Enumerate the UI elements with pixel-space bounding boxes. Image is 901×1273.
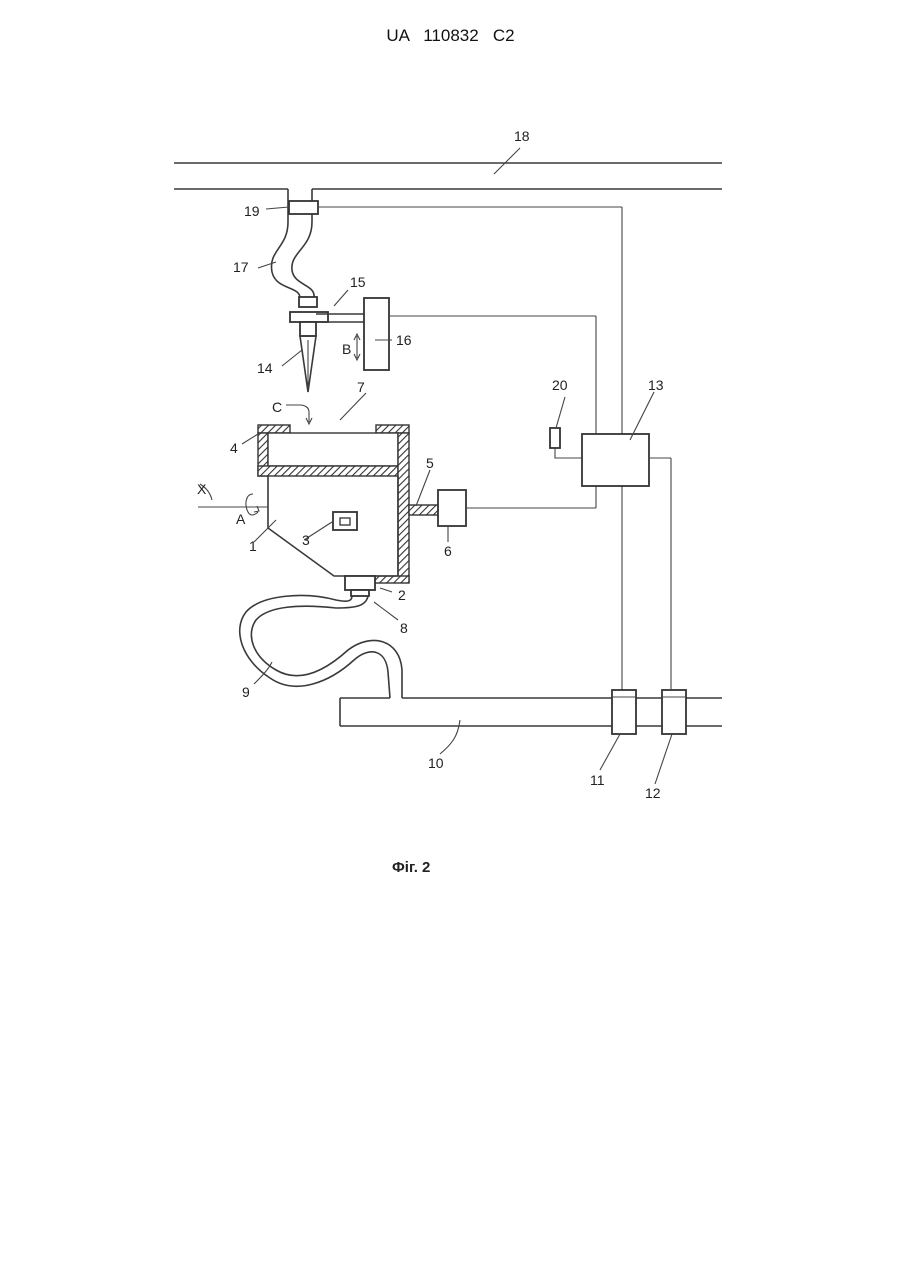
arrow-B: [354, 334, 360, 360]
label-9: 9: [242, 684, 250, 700]
axis-X: [198, 484, 268, 515]
arrow-C: [286, 405, 312, 424]
figure-caption: Фіг. 2: [392, 859, 430, 876]
valve-19: [289, 201, 318, 214]
label-8: 8: [400, 620, 408, 636]
motor-6: [438, 490, 466, 526]
label-20: 20: [552, 377, 568, 393]
label-5: 5: [426, 455, 434, 471]
label-11: 11: [590, 772, 605, 788]
signal-line-20-13: [555, 448, 582, 458]
label-14: 14: [257, 360, 273, 376]
label-3: 3: [302, 532, 310, 548]
label-12: 12: [645, 785, 661, 801]
label-17: 17: [233, 259, 249, 275]
outlet-2: [345, 576, 375, 590]
label-16: 16: [396, 332, 412, 348]
nozzle-14: [290, 297, 328, 392]
label-C: C: [272, 399, 282, 415]
hose-9: [240, 596, 402, 698]
label-4: 4: [230, 440, 238, 456]
label-18: 18: [514, 128, 530, 144]
controller-13: [582, 434, 649, 486]
label-X: X: [197, 481, 207, 497]
label-6: 6: [444, 543, 452, 559]
label-A: A: [236, 511, 246, 527]
label-19: 19: [244, 203, 260, 219]
label-15: 15: [350, 274, 366, 290]
drive-16: [364, 298, 389, 370]
label-B: B: [342, 341, 351, 357]
coupling-8: [351, 590, 369, 596]
pipe-18: [174, 163, 722, 189]
label-2: 2: [398, 587, 406, 603]
label-10: 10: [428, 755, 444, 771]
label-7: 7: [357, 379, 365, 395]
label-1: 1: [249, 538, 257, 554]
sensor-3: [333, 512, 357, 530]
shaft-5: [409, 505, 438, 515]
label-13: 13: [648, 377, 664, 393]
input-20: [550, 428, 560, 448]
housing-4: [258, 425, 409, 583]
